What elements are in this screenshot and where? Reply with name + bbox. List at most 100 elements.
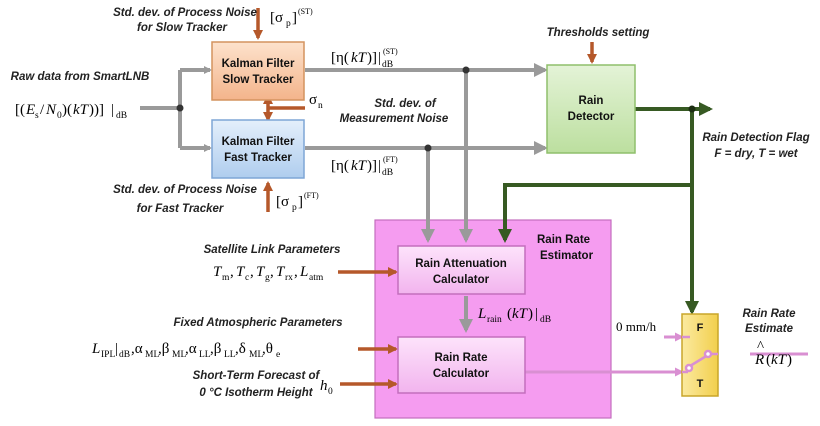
label-forecast-1: Short-Term Forecast of: [193, 370, 321, 382]
pink-rate-lines: [525, 332, 808, 377]
svg-text:m: m: [222, 273, 230, 283]
svg-text:IPL: IPL: [101, 350, 115, 360]
rain-rate-calculator-block: [397, 336, 526, 394]
svg-text:,α: ,α: [131, 341, 143, 357]
kalman-fast-block: [211, 119, 305, 179]
kalman-fast-label-2: Fast Tracker: [224, 152, 292, 164]
label-satellite-link: Satellite Link Parameters: [204, 244, 341, 256]
kalman-slow-block: [211, 41, 305, 101]
rain-detector-label-1: Rain: [579, 95, 604, 107]
junction-dot-input: [176, 104, 184, 112]
svg-text:)(: )(: [62, 102, 72, 118]
svg-text:^: ^: [757, 339, 764, 355]
svg-text:rain: rain: [487, 315, 502, 325]
label-detection-flag-2: F = dry, T = wet: [714, 148, 798, 160]
svg-text:L: L: [477, 306, 486, 322]
svg-text:T: T: [276, 264, 286, 280]
svg-text:,δ: ,δ: [235, 341, 246, 357]
svg-text:kT: kT: [73, 102, 90, 118]
svg-text:,β: ,β: [158, 341, 169, 357]
svg-text:|: |: [111, 102, 114, 118]
label-detection-flag-1: Rain Detection Flag: [702, 132, 809, 144]
svg-text:p: p: [286, 19, 291, 29]
junction-dot-slow: [462, 66, 470, 74]
svg-text:T: T: [236, 264, 246, 280]
svg-text:): ): [528, 306, 533, 322]
svg-text:kT: kT: [351, 158, 368, 174]
switch-f-label: F: [697, 322, 704, 334]
svg-text:dB: dB: [540, 315, 551, 325]
svg-text:LL: LL: [199, 350, 211, 360]
svg-text:p: p: [292, 203, 297, 213]
estimator-title-2: Estimator: [540, 250, 594, 262]
svg-text:(: (: [507, 306, 512, 322]
svg-text:N: N: [45, 102, 57, 118]
svg-text:0: 0: [328, 387, 333, 397]
rain-detector-block: [546, 64, 636, 154]
svg-text:,β: ,β: [210, 341, 221, 357]
kalman-slow-label-1: Kalman Filter: [222, 58, 295, 70]
kalman-slow-label-2: Slow Tracker: [223, 74, 294, 86]
svg-text:T: T: [256, 264, 266, 280]
svg-text:h: h: [320, 378, 328, 394]
svg-text:(ST): (ST): [383, 47, 398, 56]
label-meas-noise-1: Std. dev. of: [374, 98, 437, 110]
rainrate-calc-label-1: Rain Rate: [434, 352, 487, 364]
svg-text:|: |: [378, 158, 381, 174]
green-flag-lines: [498, 102, 713, 315]
math-eta-st: [η(kT)] |(ST)dB: [331, 47, 398, 70]
junction-dot-flag: [688, 105, 696, 113]
svg-text:E: E: [25, 102, 35, 118]
switch-contact-icon: [682, 335, 718, 374]
svg-text:)]: )]: [367, 50, 377, 66]
math-eta-ft: [η(kT)] |(FT)dB: [331, 155, 398, 178]
svg-text:,: ,: [250, 264, 254, 280]
svg-text:|: |: [115, 341, 118, 357]
svg-text:e: e: [276, 350, 280, 360]
kalman-fast-label-1: Kalman Filter: [222, 136, 295, 148]
svg-text:,θ: ,θ: [262, 341, 273, 357]
math-r-hat-output: R ^ (kT): [754, 339, 792, 368]
svg-text:,α: ,α: [185, 341, 197, 357]
svg-text:rx: rx: [285, 273, 293, 283]
attenuation-label-2: Calculator: [433, 274, 490, 286]
svg-text:dB: dB: [116, 111, 127, 121]
label-process-noise-slow-1: Std. dev. of Process Noise: [113, 7, 257, 19]
svg-text:[η(: [η(: [331, 158, 349, 174]
svg-text:dB: dB: [119, 350, 130, 360]
svg-text:,: ,: [230, 264, 234, 280]
svg-text:,: ,: [270, 264, 274, 280]
svg-text:T: T: [213, 264, 223, 280]
label-zero-rate: 0 mm/h: [616, 319, 657, 334]
junction-dot-fast: [424, 144, 432, 152]
svg-text:,: ,: [294, 264, 298, 280]
svg-text:c: c: [245, 273, 249, 283]
brown-parameter-arrows: [253, 8, 597, 389]
label-meas-noise-2: Measurement Noise: [340, 113, 449, 125]
svg-text:(FT): (FT): [383, 155, 398, 164]
svg-text:ML: ML: [172, 350, 186, 360]
svg-text:LL: LL: [224, 350, 236, 360]
svg-text:ML: ML: [145, 350, 159, 360]
svg-text:))]: ))]: [89, 102, 104, 118]
svg-text:[η(: [η(: [331, 50, 349, 66]
svg-text:kT: kT: [771, 352, 788, 368]
svg-text:σ: σ: [309, 92, 317, 108]
svg-text:]: ]: [298, 194, 303, 210]
svg-text:|: |: [378, 50, 381, 66]
svg-text:/: /: [40, 102, 45, 118]
svg-text:]: ]: [292, 10, 297, 26]
rainrate-calc-label-2: Calculator: [433, 368, 490, 380]
svg-text:[σ: [σ: [276, 194, 289, 210]
svg-text:s: s: [35, 111, 39, 121]
label-rr-estimate-1: Rain Rate: [742, 308, 796, 320]
svg-text:): ): [787, 352, 792, 368]
label-fixed-atmo: Fixed Atmospheric Parameters: [174, 317, 343, 329]
label-rr-estimate-2: Estimate: [745, 323, 794, 335]
attenuation-label-1: Rain Attenuation: [415, 258, 507, 270]
